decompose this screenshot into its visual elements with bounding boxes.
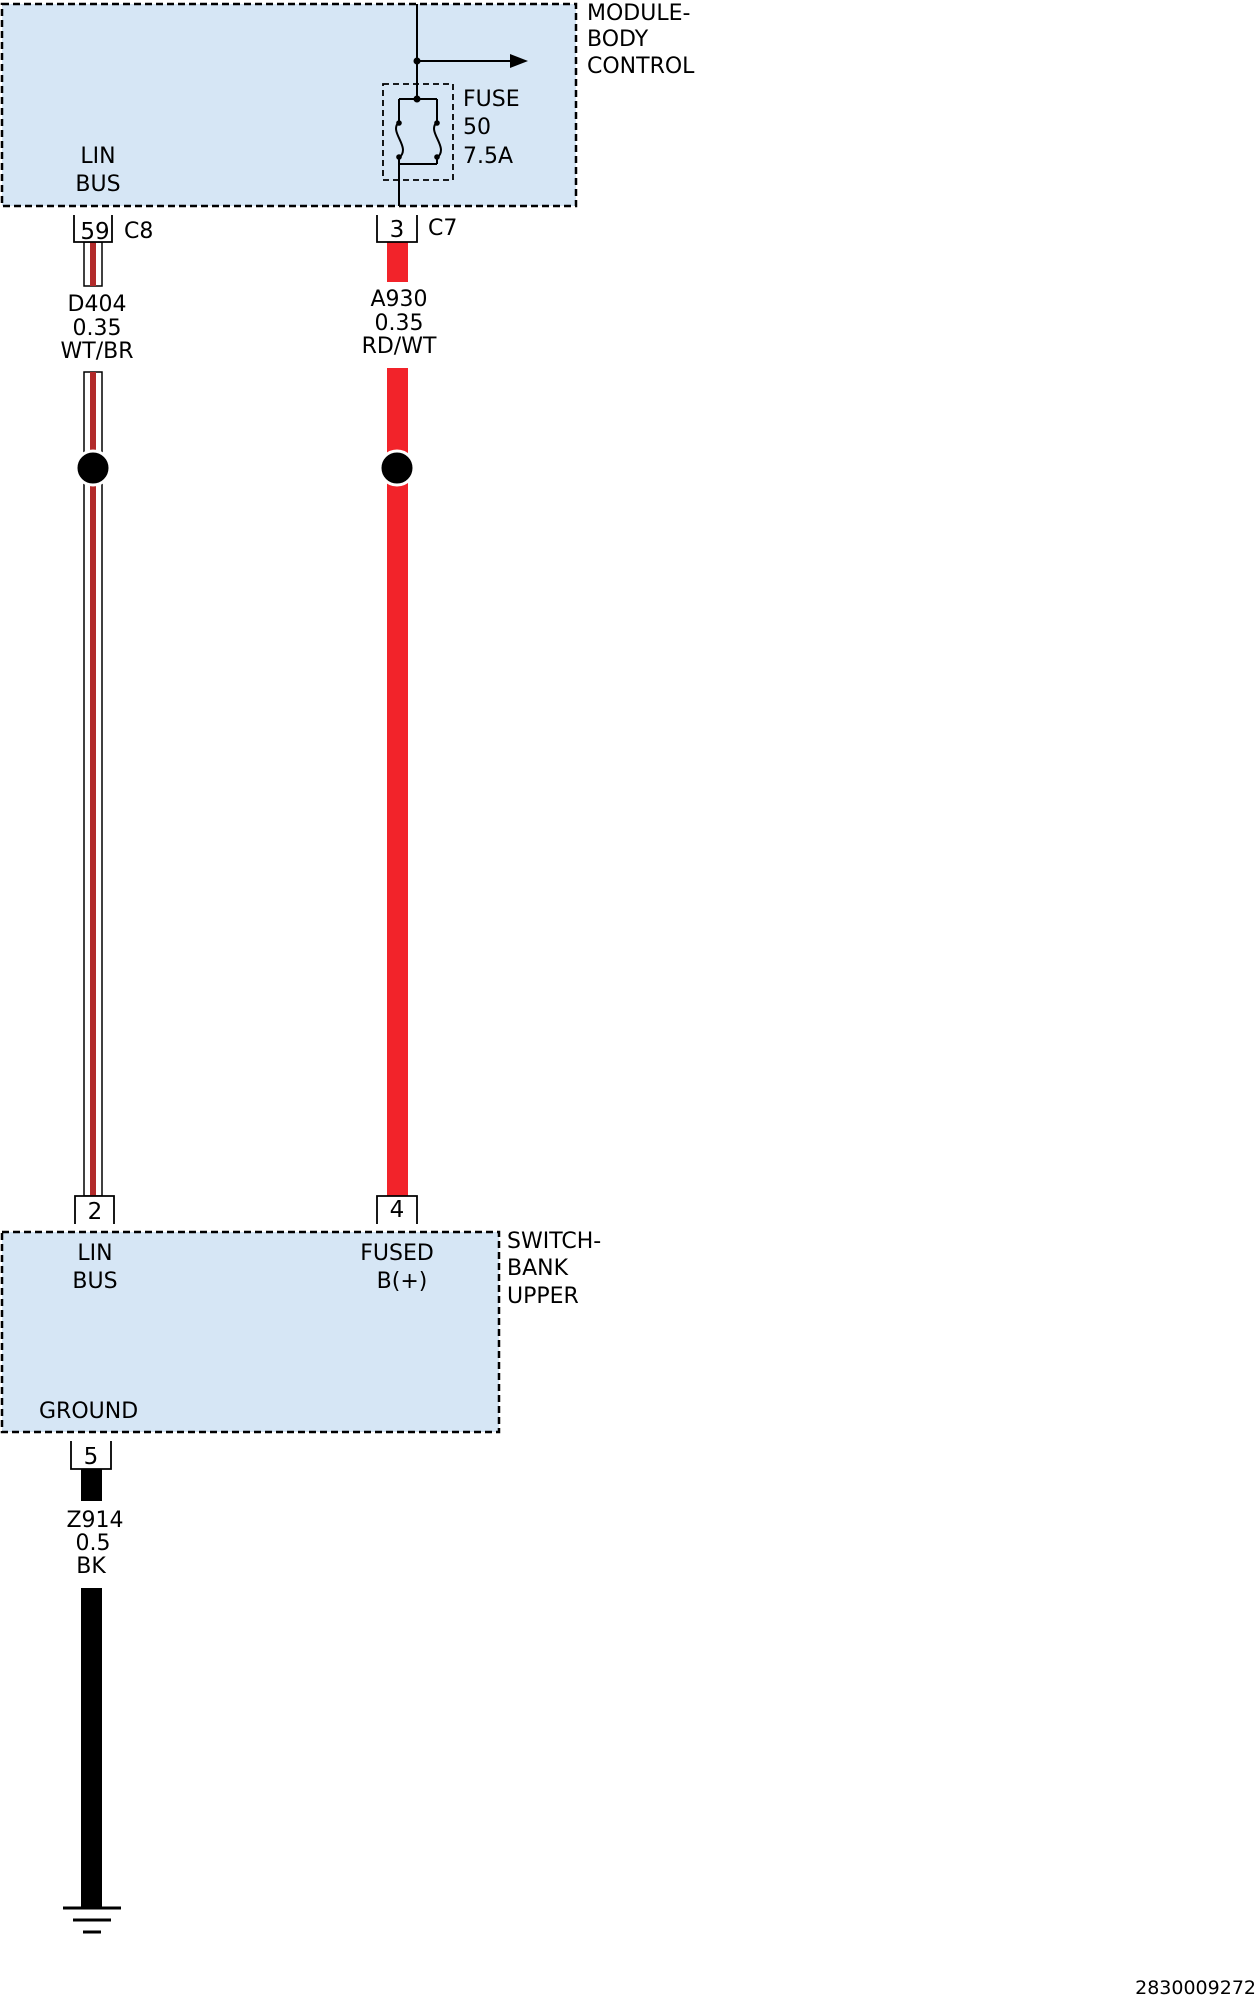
wire-d404-label-line3: WT/BR — [61, 339, 134, 364]
wire-z914-segment-upper — [81, 1469, 102, 1501]
connector-sw-fused-pin-bracket — [376, 1195, 418, 1224]
connector-sw-ground-pin-number: 5 — [84, 1444, 99, 1470]
wire-a930-segment-upper — [387, 242, 408, 282]
bcm-lin-bus-label-line2: BUS — [75, 172, 120, 197]
connector-c7-pin-bracket — [376, 215, 418, 243]
connector-sw-lin-pin-bracket — [74, 1195, 115, 1224]
switch-bank-ground-label: GROUND — [39, 1399, 138, 1424]
wire-z914-segment-lower — [81, 1588, 102, 1908]
switch-bank-lin-bus-label-line2: BUS — [72, 1269, 117, 1294]
connector-c7-pin-number: 3 — [390, 217, 405, 243]
fuse-left-bottom-dot — [396, 154, 402, 160]
wire-a930-label-line1: A930 — [370, 287, 427, 312]
bcm-branch-arrow-icon — [510, 54, 528, 68]
switch-bank-lin-bus-label-line1: LIN — [77, 1241, 112, 1266]
switch-bank-label-line2: BANK — [507, 1256, 569, 1281]
wire-a930 — [387, 242, 408, 1196]
fuse-label-line3: 7.5A — [463, 144, 513, 169]
wire-d404-label-line2: 0.35 — [73, 316, 122, 341]
fuse-right-bottom-dot — [434, 154, 440, 160]
connector-sw-lin-pin-number: 2 — [88, 1199, 103, 1225]
wire-a930-splice-dot — [378, 449, 416, 487]
ground-symbol-icon — [63, 1906, 121, 1934]
wire-d404-splice-dot — [74, 449, 112, 487]
document-id: 2830009272 — [1135, 1977, 1256, 1999]
switch-bank-label-line1: SWITCH- — [507, 1229, 601, 1254]
connector-c8-name: C8 — [124, 219, 153, 244]
wire-z914-label-line3: BK — [76, 1554, 106, 1579]
wire-a930-label-line3: RD/WT — [362, 334, 437, 359]
body-control-module-label-line3: CONTROL — [587, 54, 695, 79]
body-control-module-label-line1: MODULE- — [587, 1, 690, 26]
fuse-label-line2: 50 — [463, 115, 491, 140]
wire-d404-stripe-upper — [90, 242, 96, 286]
wire-z914-label-line2: 0.5 — [76, 1531, 111, 1556]
wire-d404-stripe-lower — [90, 372, 96, 1196]
wire-d404-label-line1: D404 — [68, 292, 127, 317]
switch-bank-module-box — [0, 1230, 501, 1434]
wire-z914-label-line1: Z914 — [66, 1508, 123, 1533]
wire-a930-segment-lower — [387, 368, 408, 1196]
connector-c7-name: C7 — [428, 216, 457, 241]
switch-bank-fused-label-line1: FUSED — [360, 1241, 434, 1266]
fuse-element-icon — [395, 98, 442, 165]
bcm-lin-bus-label-line1: LIN — [80, 144, 115, 169]
connector-sw-fused-pin-number: 4 — [390, 1197, 405, 1223]
fuse-right-top-dot — [434, 120, 440, 126]
connector-c8-pin-bracket — [73, 215, 113, 243]
switch-bank-fused-label-line2: B(+) — [377, 1269, 428, 1294]
wire-a930-label-line2: 0.35 — [375, 311, 424, 336]
body-control-module-label-line2: BODY — [587, 27, 649, 52]
fuse-left-top-dot — [396, 120, 402, 126]
fuse-label-line1: FUSE — [463, 87, 520, 112]
switch-bank-label-line3: UPPER — [507, 1284, 579, 1309]
connector-c8-pin-number: 59 — [80, 219, 109, 245]
wire-z914 — [81, 1469, 102, 1908]
body-control-module-box — [0, 2, 578, 208]
wire-d404 — [83, 241, 103, 1197]
